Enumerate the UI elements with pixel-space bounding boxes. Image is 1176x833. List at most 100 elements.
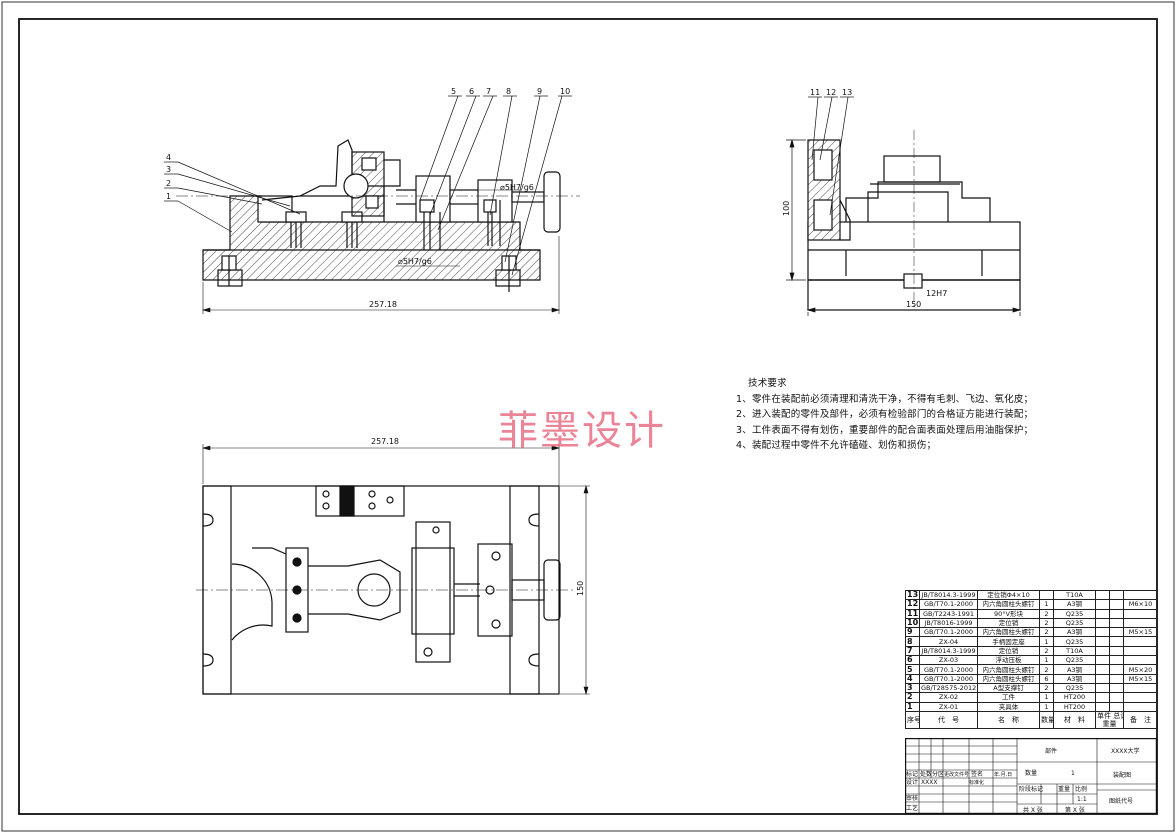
bom-cell-material: A3钢 (1053, 599, 1096, 610)
bom-header-weight-label: 重量 (1102, 719, 1117, 728)
workpiece-arc (231, 563, 273, 641)
bom-cell-material: T10A (1053, 645, 1096, 657)
bom-header-code: 代 号 (919, 710, 978, 729)
tb-weight: 重量 (1058, 785, 1070, 793)
tb-qty-label: 数量 (1025, 769, 1037, 777)
bom-cell-material: Q235 (1053, 636, 1096, 647)
tb-sheet-total: 共 X 张 (1023, 806, 1043, 814)
bom-cell-total (1109, 701, 1124, 712)
bom-cell-material: Q235 (1053, 682, 1096, 694)
bom-cell-no: 6 (905, 655, 920, 666)
bom-cell-note (1123, 655, 1158, 666)
bom-cell-total (1109, 664, 1124, 675)
bom-cell-code: GB/T70.1-2000 (919, 627, 978, 638)
bom-cell-qty: 6 (1039, 673, 1054, 684)
note-item-2: 2、进入装配的零件及部件，必须有检验部门的合格证方能进行装配； (736, 409, 1034, 420)
tb-review: 审核 (906, 794, 918, 802)
bom-cell-unit (1095, 645, 1110, 657)
front-view (176, 139, 580, 292)
inner-frame (18, 18, 1158, 815)
bom-cell-total (1109, 673, 1124, 684)
balloon-4: 4 (166, 153, 171, 162)
dim-side-height: 100 (782, 201, 791, 216)
bom-cell-name: 内六角圆柱头螺钉 (977, 599, 1040, 610)
bom-cell-material: A3钢 (1053, 664, 1096, 675)
bom-cell-name: 夹具体 (977, 701, 1040, 712)
bom-cell-material: A3钢 (1053, 673, 1096, 684)
bom-cell-unit (1095, 664, 1110, 675)
balloon-6: 6 (469, 87, 474, 96)
dim-side-slot: 12H7 (926, 289, 947, 298)
bom-cell-total (1109, 636, 1124, 647)
tb-part: 部件 (1045, 747, 1057, 755)
bom-cell-unit (1095, 599, 1110, 610)
bom-cell-no: 3 (905, 682, 920, 694)
bom-header-unit: 单件 (1097, 711, 1111, 720)
tb-signature: 签名 (971, 770, 983, 778)
bom-header: 序号 代 号 名 称 数量 材 料 单件 总计重量 备 注 (905, 710, 1158, 729)
front-dimensions (201, 189, 561, 314)
bom-cell-total (1109, 617, 1124, 629)
bom-cell-qty: 1 (1039, 655, 1054, 666)
bom-cell-note (1123, 682, 1158, 694)
bom-cell-total (1109, 645, 1124, 657)
bom-cell-code: GB/T28575-2012 (919, 682, 978, 694)
bom-header-note: 备 注 (1123, 710, 1158, 729)
bom-cell-material: HT200 (1053, 692, 1096, 703)
balloon-1: 1 (166, 192, 171, 201)
bom-cell-code: JB/T8014.3-1999 (919, 589, 978, 601)
tb-standardize: 标准化 (969, 779, 984, 786)
bom-cell-material: T10A (1053, 589, 1096, 601)
tb-sheet-no: 第 X 张 (1065, 806, 1085, 814)
side-view (807, 130, 1021, 311)
balloon-7: 7 (486, 87, 491, 96)
balloon-2: 2 (166, 179, 171, 188)
note-item-4: 4、装配过程中零件不允许磕碰、划伤和损伤； (736, 440, 937, 451)
tb-designer: XXXX (921, 779, 937, 786)
handle-knob (543, 171, 561, 233)
bom-cell-total (1109, 627, 1124, 638)
bom-cell-material: A3钢 (1053, 627, 1096, 638)
front-balloon-labels: 5 6 7 8 9 10 4 3 2 1 (166, 87, 570, 201)
tb-process: 工艺 (906, 804, 918, 812)
bom-header-total: 总计 (1113, 711, 1122, 720)
watermark: 菲墨设计 (498, 408, 666, 454)
top-dimensions (201, 444, 590, 696)
tb-qty-value: 1 (1071, 770, 1075, 777)
bom-cell-qty: 2 (1039, 645, 1054, 657)
bom-header-weight: 单件 总计重量 (1095, 710, 1124, 729)
bom-cell-total (1109, 589, 1124, 601)
bom-cell-name: 内六角圆柱头螺钉 (977, 627, 1040, 638)
bom-cell-material: Q235 (1053, 655, 1096, 666)
tb-mark: 标记 (906, 770, 918, 778)
bom-cell-no: 5 (905, 664, 920, 675)
note-item-1: 1、零件在装配前必须清理和清洗干净，不得有毛刺、飞边、氧化皮； (736, 393, 1034, 405)
tb-scale: 比例 (1075, 785, 1087, 793)
bom-cell-unit (1095, 682, 1110, 694)
bom-cell-total (1109, 608, 1124, 619)
bom-header-material: 材 料 (1053, 710, 1096, 729)
bom-cell-total (1109, 682, 1124, 694)
bom-cell-code: ZX-02 (919, 692, 978, 703)
bom-cell-total (1109, 655, 1124, 666)
bom-cell-unit (1095, 701, 1110, 712)
balloon-12: 12 (826, 88, 836, 97)
side-balloons (786, 96, 1022, 316)
front-balloons (164, 95, 572, 276)
bom-cell-code: GB/T70.1-2000 (919, 664, 978, 675)
dim-top-height: 150 (576, 581, 585, 596)
bom-cell-code: GB/T2243-1991 (919, 608, 978, 619)
tb-design: 设计 (906, 778, 918, 786)
bom-cell-name: 工件 (977, 692, 1040, 703)
dim-front-width: 257.18 (369, 300, 397, 309)
